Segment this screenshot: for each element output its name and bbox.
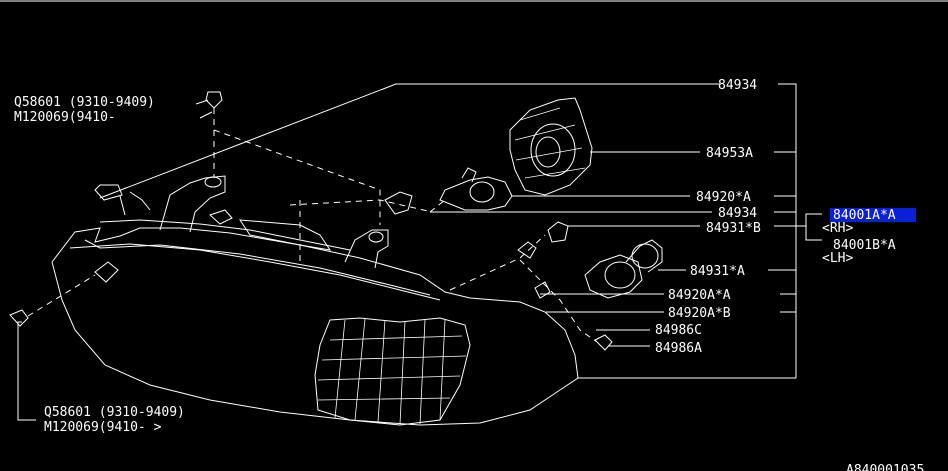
callout-84953a[interactable]: 84953A	[706, 146, 753, 161]
callout-84986a[interactable]: 84986A	[655, 341, 702, 356]
callout-84934-top[interactable]: 84934	[718, 78, 757, 93]
callout-labels: 84934 84953A 84920*A 84934 84931*B 84931…	[14, 78, 924, 471]
callout-84931a[interactable]: 84931*A	[690, 264, 745, 279]
callout-84934-middle[interactable]: 84934	[718, 206, 757, 221]
top-fastener-line2[interactable]: M120069(9410-	[14, 110, 116, 125]
drawing	[0, 0, 948, 426]
assembly-lh-part-number[interactable]: 84001B*A	[833, 238, 896, 253]
top-fastener-line1[interactable]: Q58601 (9310-9409)	[14, 95, 155, 110]
callout-84986c[interactable]: 84986C	[655, 323, 702, 338]
callout-84920a-a[interactable]: 84920A*A	[668, 288, 731, 303]
assembly-rh-part-number[interactable]: 84001A*A	[833, 208, 896, 223]
callout-84920-a-upper[interactable]: 84920*A	[696, 190, 751, 205]
assembly-rh-note: <RH>	[822, 221, 853, 236]
callout-84920a-b[interactable]: 84920A*B	[668, 306, 731, 321]
bottom-fastener-line1[interactable]: Q58601 (9310-9409)	[44, 405, 185, 420]
figure-id: A840001035	[846, 463, 924, 471]
selected-part-highlight	[830, 208, 916, 222]
bottom-fastener-line2[interactable]: M120069(9410- >	[44, 420, 162, 435]
callout-84931b[interactable]: 84931*B	[706, 221, 761, 236]
assembly-lh-note: <LH>	[822, 251, 853, 266]
